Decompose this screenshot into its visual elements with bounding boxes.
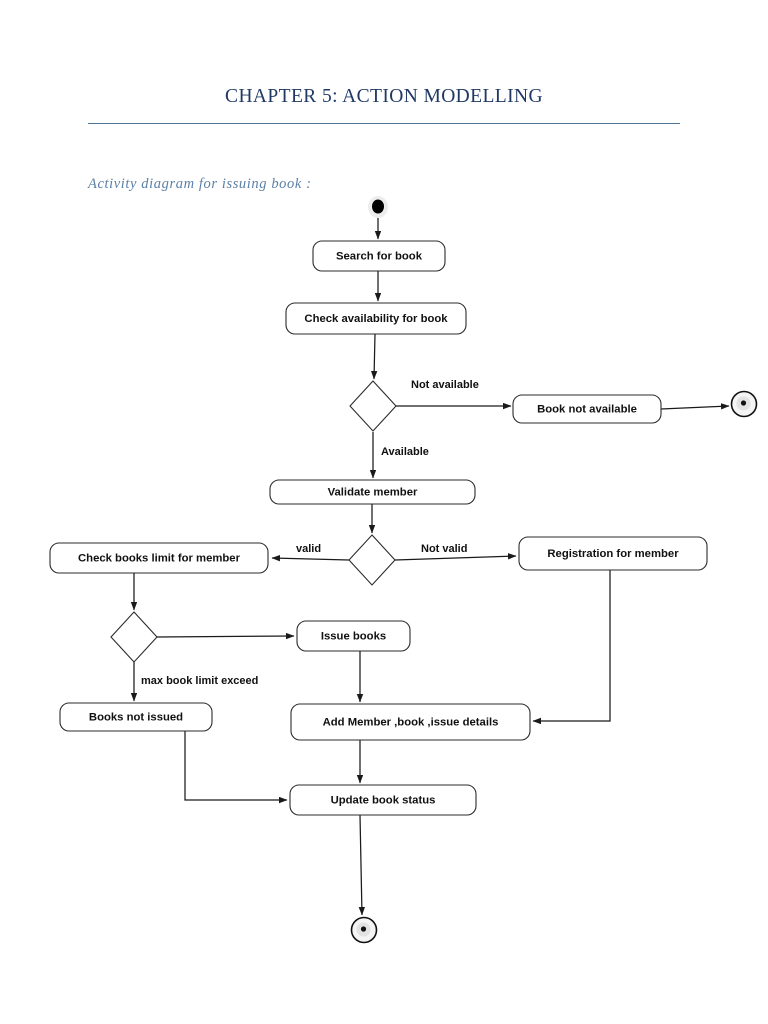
edge-label: Not valid [421,543,467,555]
action-node-shape [285,302,467,335]
action-node-label: Issue books [321,630,386,642]
action-node[interactable]: Registration for member [518,536,708,571]
flow-edge [358,814,366,916]
action-node[interactable]: Validate member [269,479,476,505]
final-node-dot [360,926,367,932]
action-node-label: Update book status [331,794,436,806]
edge-line [394,553,517,561]
edge-line [184,731,288,804]
action-node-shape [512,394,662,424]
initial-node-dot [372,199,384,214]
decision-node[interactable] [349,380,397,432]
edge-label: Not available [411,379,479,391]
action-node[interactable]: Issue books [296,620,411,652]
document-header: CHAPTER 5: ACTION MODELLING [0,86,768,107]
action-node-shape [518,536,708,571]
edge-line [156,632,295,640]
action-node-label: Add Member ,book ,issue details [323,716,499,728]
diagram-subtitle: Activity diagram for issuing book : [88,176,312,192]
action-node-label: Book not available [537,403,637,415]
decision-node[interactable] [110,611,158,663]
flow-edge: max book limit exceed [130,662,258,702]
action-node[interactable]: Update book status [289,784,477,816]
decision-node-shape [110,611,158,663]
edge-line [358,814,366,916]
initial-node[interactable] [368,196,388,218]
action-node[interactable]: Check availability for book [285,302,467,335]
final-node-dot [740,400,747,406]
flow-edge [660,403,730,410]
edge-line [271,555,350,562]
action-node-label: Validate member [328,486,418,498]
action-node-shape [290,703,531,741]
action-node-label: Registration for member [547,548,679,560]
flow-edge: Not available [396,379,512,410]
final-node[interactable] [730,390,758,418]
action-node[interactable]: Books not issued [59,702,213,732]
action-node[interactable]: Book not available [512,394,662,424]
action-node-label: Check availability for book [304,313,448,325]
flow-edge: valid [271,543,350,562]
header-divider [88,123,680,124]
edge-label: Available [381,446,429,458]
flow-edge [184,731,288,804]
flow-edge [532,570,611,725]
edge-line [660,403,730,410]
decision-node-shape [349,380,397,432]
flow-edge: Available [369,432,429,479]
action-node-label: Books not issued [89,711,183,723]
action-node[interactable]: Check books limit for member [49,542,269,574]
action-node-shape [59,702,213,732]
action-node-shape [269,479,476,505]
flow-edge: Not valid [394,543,517,561]
page-title: CHAPTER 5: ACTION MODELLING [225,86,543,107]
edge-label: valid [296,543,321,555]
action-node-shape [49,542,269,574]
action-node-label: Search for book [336,250,423,262]
action-node-shape [296,620,411,652]
decision-node[interactable] [348,534,396,586]
action-node-shape [312,240,446,272]
decision-node-shape [348,534,396,586]
edge-label: max book limit exceed [141,675,258,687]
edge-line [370,333,378,380]
action-node-shape [289,784,477,816]
flow-edge [156,632,295,640]
action-node[interactable]: Search for book [312,240,446,272]
action-node[interactable]: Add Member ,book ,issue details [290,703,531,741]
edge-line [532,570,611,725]
final-node[interactable] [350,916,378,944]
flow-edge [370,333,378,380]
action-node-label: Check books limit for member [78,552,241,564]
